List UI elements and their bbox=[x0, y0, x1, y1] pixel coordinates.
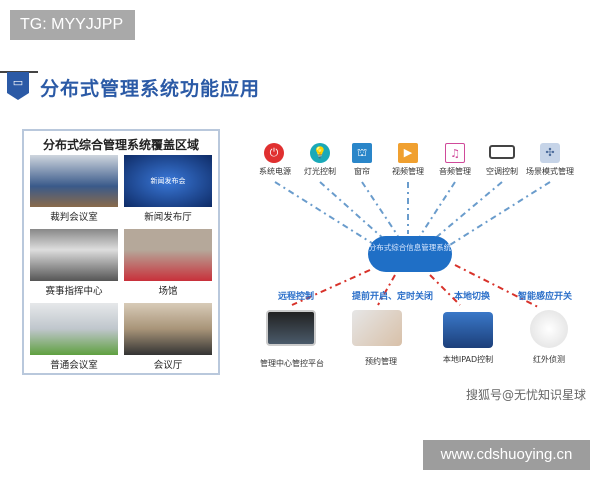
action-label: 本地切换 bbox=[454, 292, 491, 302]
arrow-remote bbox=[291, 269, 371, 306]
bulb-icon: 💡 bbox=[310, 143, 330, 163]
photo-conference-hall bbox=[124, 303, 212, 355]
arrow-schedule bbox=[377, 274, 396, 306]
monitor-icon bbox=[266, 310, 316, 346]
photo-press-hall: 新闻发布会 bbox=[124, 155, 212, 207]
site-watermark: www.cdshuoying.cn bbox=[423, 440, 590, 470]
area-label: 新闻发布厅 bbox=[144, 212, 192, 223]
photo-referee-room bbox=[30, 155, 118, 207]
tablet-icon bbox=[443, 312, 493, 348]
video-icon: ▶ bbox=[398, 143, 418, 163]
panel-title: 分布式综合管理系统覆盖区域 bbox=[42, 138, 199, 152]
device-label: 本地IPAD控制 bbox=[442, 355, 494, 364]
arrow-scene bbox=[444, 181, 551, 249]
action-label: 提前开启、定时关闭 bbox=[352, 292, 434, 302]
photo-command-center bbox=[30, 229, 118, 281]
device-label: 预约管理 bbox=[365, 357, 397, 366]
arrow-local bbox=[429, 274, 461, 306]
function-label: 视频管理 bbox=[392, 167, 424, 176]
area-label: 赛事指挥中心 bbox=[45, 286, 103, 297]
arrow-curtain bbox=[361, 181, 399, 237]
music-file-icon: ♫ bbox=[445, 143, 465, 163]
function-label: 灯光控制 bbox=[304, 167, 336, 176]
arrow-audio bbox=[419, 181, 456, 237]
area-label: 场馆 bbox=[158, 286, 178, 297]
curtain-icon: ⛫ bbox=[352, 143, 372, 163]
area-label: 普通会议室 bbox=[50, 360, 98, 371]
device-label: 红外侦测 bbox=[533, 355, 565, 364]
photo-venue bbox=[124, 229, 212, 281]
function-label: 窗帘 bbox=[354, 167, 370, 176]
arrow-ac bbox=[432, 181, 503, 241]
power-icon: ⏻ bbox=[264, 143, 284, 163]
action-label: 智能感应开关 bbox=[518, 292, 573, 302]
video-camera-icon: ▭ bbox=[7, 72, 29, 100]
function-label: 音频管理 bbox=[439, 167, 471, 176]
sohu-watermark: 搜狐号@无忧知识星球 bbox=[466, 388, 587, 402]
coverage-panel: 分布式综合管理系统覆盖区域 裁判会议室 新闻发布会 新闻发布厅 赛事指挥中心 场… bbox=[22, 129, 220, 375]
area-label: 裁判会议室 bbox=[50, 212, 98, 223]
function-label: 系统电源 bbox=[259, 167, 291, 176]
infrared-sensor-icon bbox=[530, 310, 568, 348]
action-label: 远程控制 bbox=[278, 292, 315, 302]
function-label: 场景模式管理 bbox=[526, 167, 574, 176]
scene-icon: ✣ bbox=[540, 143, 560, 163]
phone-hand-icon bbox=[352, 310, 402, 346]
page-title: 分布式管理系统功能应用 bbox=[40, 78, 261, 100]
arrow-light bbox=[319, 181, 386, 241]
arrow-power bbox=[274, 181, 376, 246]
device-label: 管理中心管控平台 bbox=[260, 359, 324, 368]
cloud-system: 分布式综合信息管理系统 bbox=[368, 236, 452, 272]
photo-meeting-room bbox=[30, 303, 118, 355]
air-conditioner-icon bbox=[489, 145, 515, 159]
function-label: 空调控制 bbox=[486, 167, 518, 176]
watermark-tag: TG: MYYJJPP bbox=[10, 10, 135, 40]
area-label: 会议厅 bbox=[153, 360, 183, 371]
